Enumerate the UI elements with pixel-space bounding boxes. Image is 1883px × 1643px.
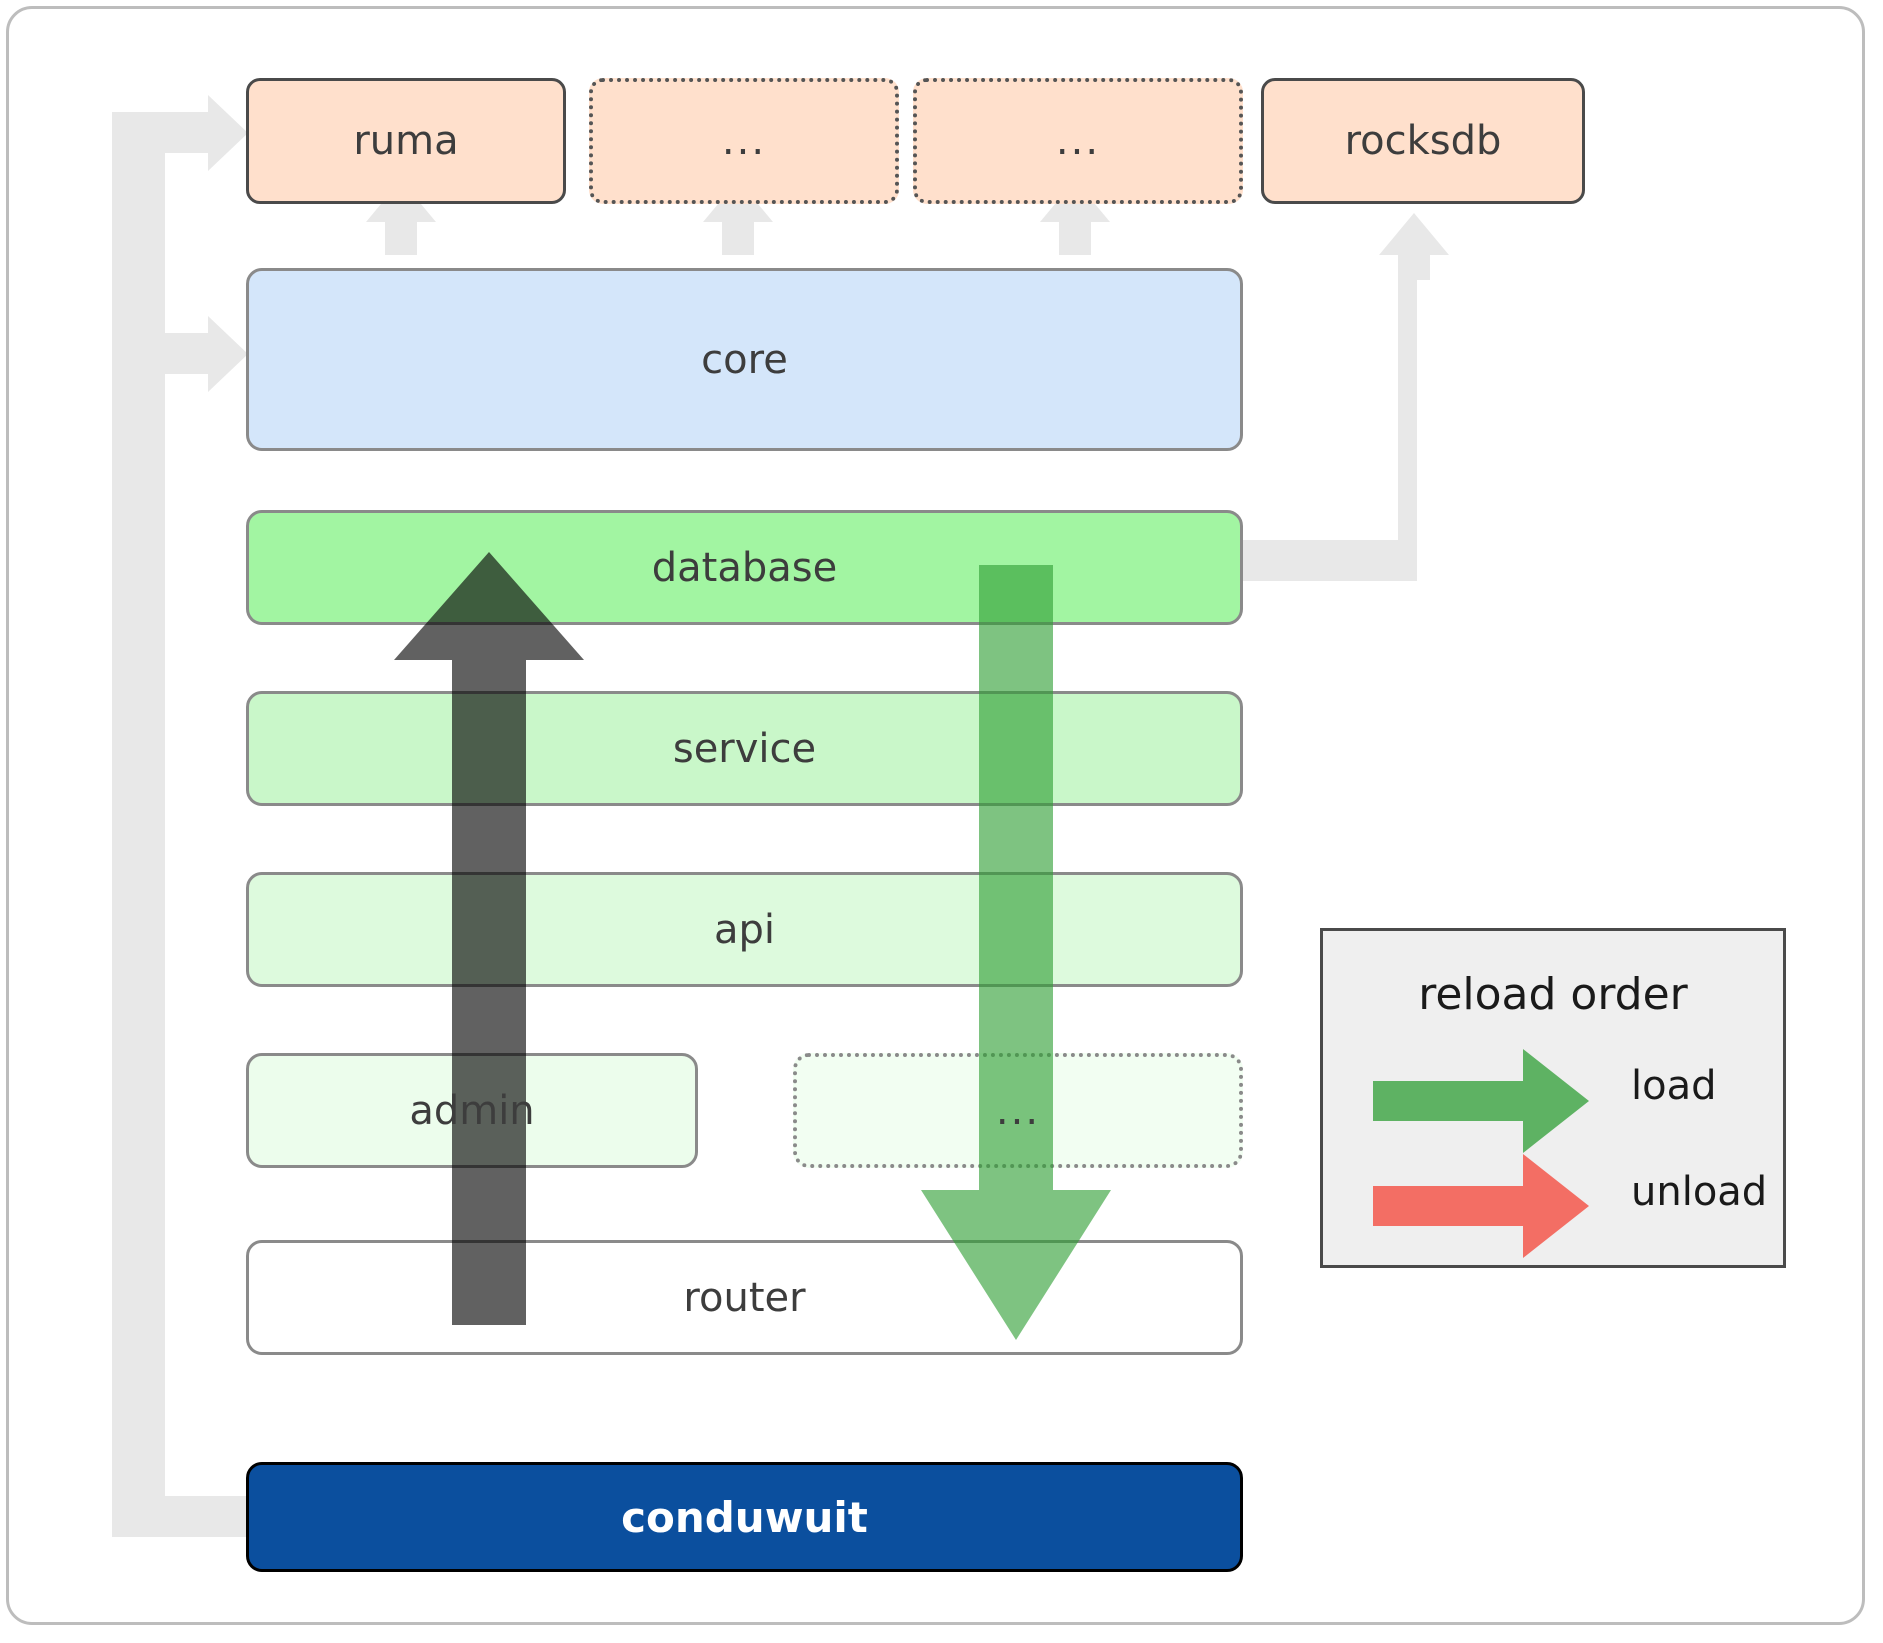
core-label: core [701, 336, 788, 383]
crate-box-admin[interactable]: admin [246, 1053, 698, 1168]
diagram-frame [6, 6, 1865, 1625]
dependency-box-ellipsis-1[interactable]: ... [589, 78, 899, 204]
dependency-label-rocksdb: rocksdb [1344, 118, 1502, 164]
legend-label-unload: unload [1631, 1169, 1768, 1215]
crate-label-router: router [683, 1274, 806, 1321]
crate-box-database[interactable]: database [246, 510, 1243, 625]
legend-label-load: load [1631, 1063, 1717, 1109]
binary-box-conduwuit[interactable]: conduwuit [246, 1462, 1243, 1572]
legend-unload-arrow-icon [1373, 1154, 1589, 1258]
crate-box-ellipsis[interactable]: ... [793, 1053, 1243, 1168]
crate-box-api[interactable]: api [246, 872, 1243, 987]
crate-label-database: database [651, 544, 838, 591]
binary-label-conduwuit: conduwuit [621, 1492, 868, 1542]
crate-label-ellipsis: ... [995, 1087, 1041, 1134]
legend-title: reload order [1418, 969, 1688, 1020]
dependency-box-ruma[interactable]: ruma [246, 78, 566, 204]
crate-box-router[interactable]: router [246, 1240, 1243, 1355]
crate-label-admin: admin [409, 1087, 535, 1134]
dependency-label-ellipsis-1: ... [721, 118, 767, 164]
dependency-box-ellipsis-2[interactable]: ... [913, 78, 1243, 204]
crate-label-service: service [672, 725, 817, 772]
legend-panel: reload order load unload [1320, 928, 1786, 1268]
crate-label-api: api [713, 906, 775, 953]
crate-box-service[interactable]: service [246, 691, 1243, 806]
legend-load-arrow-icon [1373, 1049, 1589, 1153]
dependency-label-ruma: ruma [353, 118, 459, 164]
core-box[interactable]: core [246, 268, 1243, 451]
legend-arrows [1373, 1049, 1589, 1258]
dependency-label-ellipsis-2: ... [1055, 118, 1101, 164]
dependency-box-rocksdb[interactable]: rocksdb [1261, 78, 1585, 204]
